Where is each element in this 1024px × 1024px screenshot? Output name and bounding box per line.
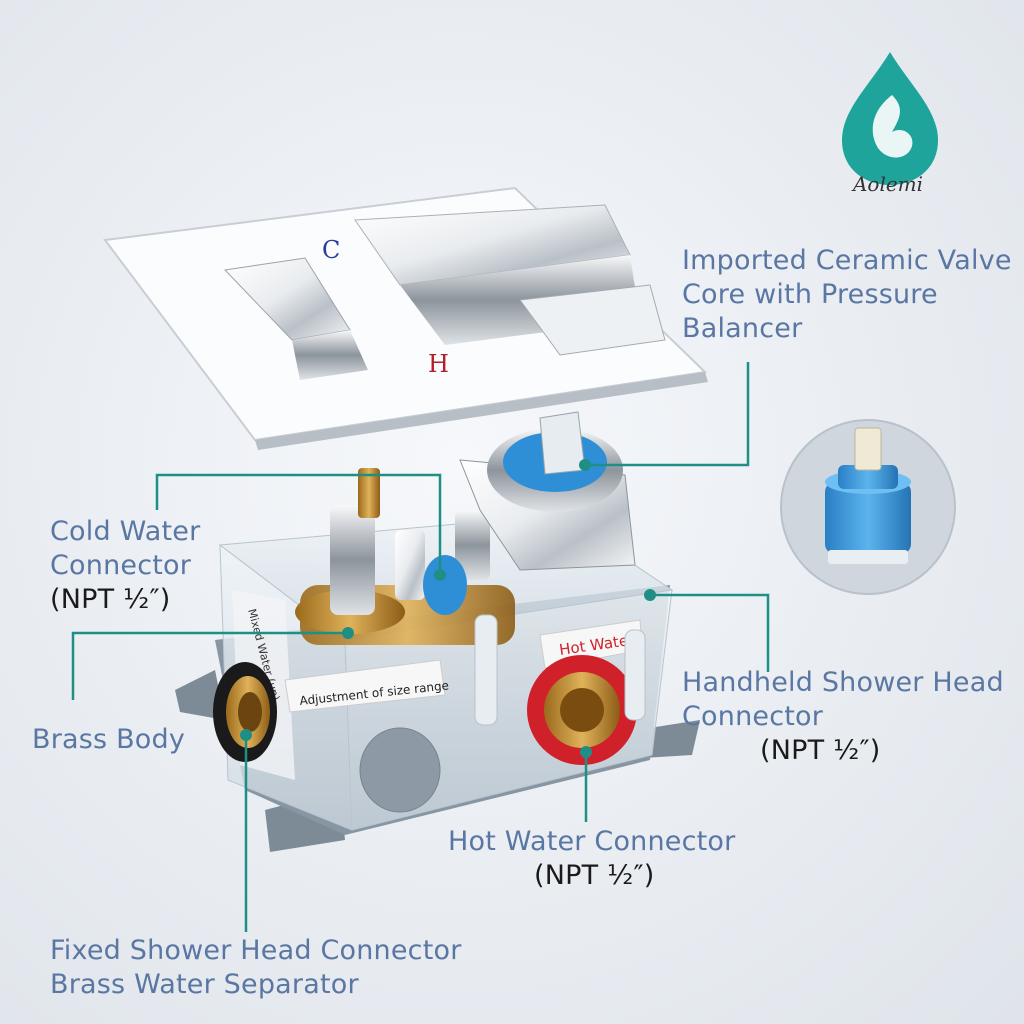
cold-water-label: Cold Water Connector (NPT ½″) <box>50 516 201 615</box>
hot-water-label: Hot Water Connector (NPT ½″) <box>448 826 736 891</box>
cold-water-spec: (NPT ½″) <box>50 584 171 615</box>
brass-body-label: Brass Body <box>32 724 186 755</box>
water-drop-logo-icon <box>842 52 938 185</box>
trim-plate: C H <box>103 186 708 450</box>
valve-core-label: Imported Ceramic Valve Core with Pressur… <box>682 245 1012 344</box>
cartridge-inset <box>780 419 956 595</box>
fixed-shower-label: Fixed Shower Head Connector Brass Water … <box>50 935 462 1000</box>
handheld-connector-label: Handheld Shower Head Connector (NPT ½″) <box>682 667 1004 766</box>
brand-name: Aolemi <box>852 172 924 196</box>
valve-box: Mixed Water (up) Adjustment of size rang… <box>175 411 700 852</box>
plate-cold-letter: C <box>322 236 340 264</box>
hot-water-spec: (NPT ½″) <box>534 860 655 891</box>
plate-hot-letter: H <box>428 350 449 378</box>
handheld-spec: (NPT ½″) <box>760 735 881 766</box>
